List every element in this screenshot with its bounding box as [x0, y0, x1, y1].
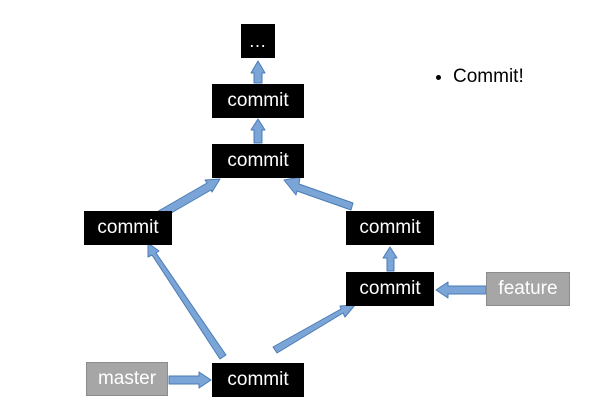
commit-left: commit — [84, 211, 172, 245]
arrow-commit-base-to-commit-left — [147, 242, 227, 360]
commit-base: commit — [212, 363, 304, 397]
branch-label-feature: feature — [486, 272, 570, 306]
arrow-feature-to-commit-right-lower — [435, 281, 487, 299]
bullet-point: Commit! — [436, 66, 524, 88]
commit-merge: commit — [212, 144, 304, 178]
arrow-master-to-commit-base — [168, 371, 212, 389]
arrow-commit-right-lower-to-commit-right-upper — [382, 246, 398, 272]
bullet-text: Commit! — [453, 66, 524, 87]
arrow-commit-right-upper-to-commit-merge — [283, 176, 354, 211]
arrow-commit-base-to-commit-right-lower — [272, 304, 356, 354]
bullet-dot-icon — [436, 74, 441, 80]
commit-right-upper: commit — [346, 211, 434, 245]
arrow-commit-merge-to-commit-top — [250, 118, 266, 144]
arrow-commit-top-to-ellipsis — [250, 60, 266, 84]
arrows-group — [147, 60, 487, 389]
commit-ellipsis: … — [241, 24, 275, 58]
commit-top: commit — [212, 84, 304, 118]
commit-right-lower: commit — [346, 272, 434, 306]
branch-label-master: master — [86, 362, 168, 396]
